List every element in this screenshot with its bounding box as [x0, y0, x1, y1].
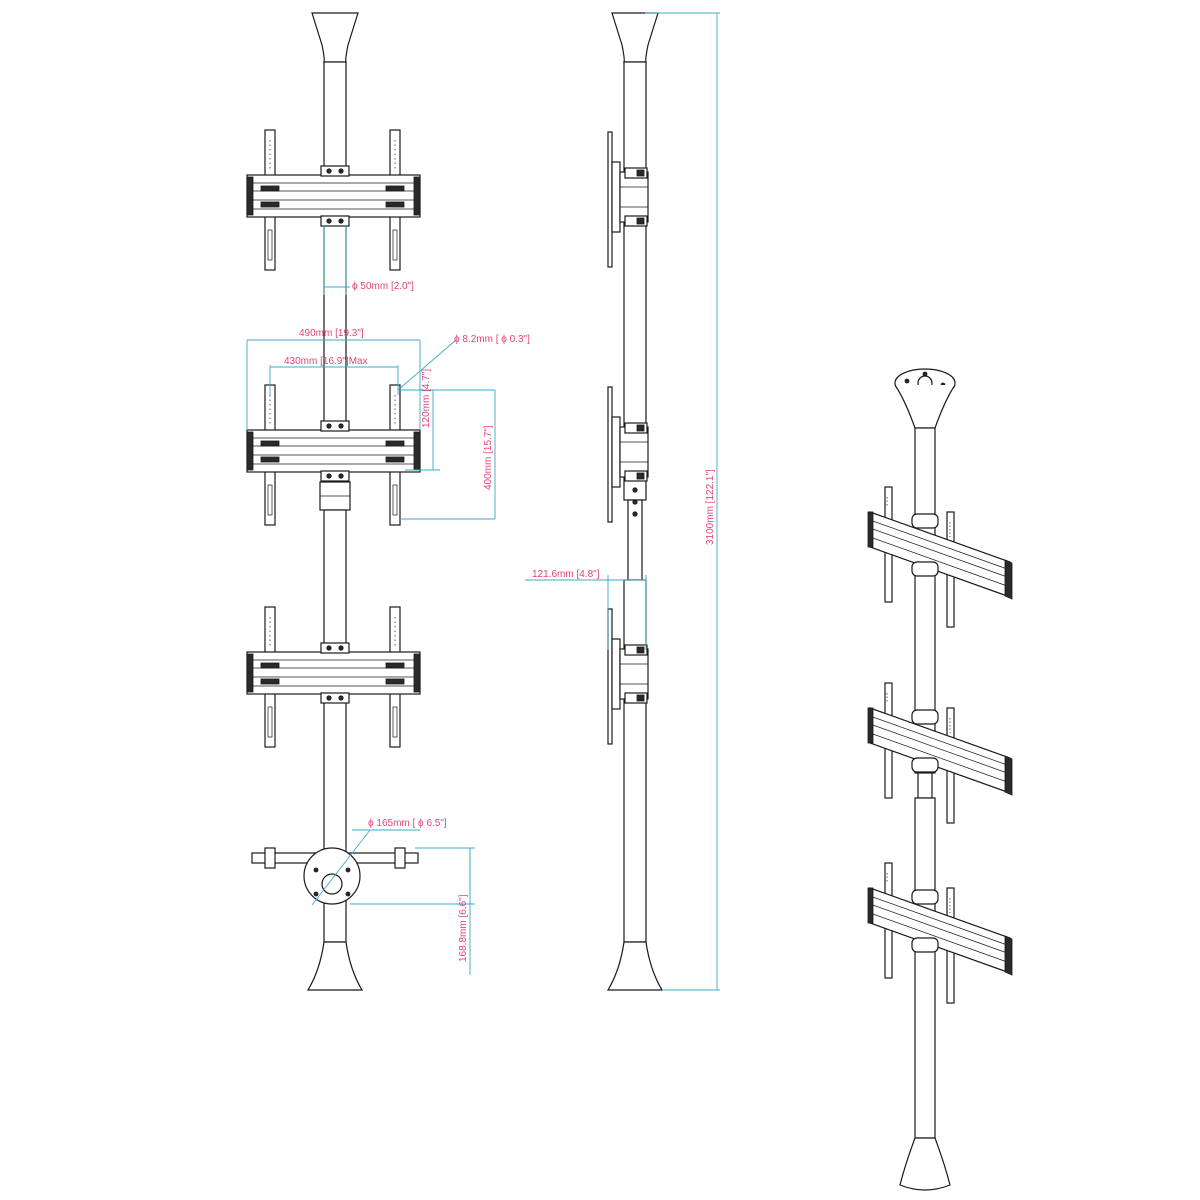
pole-diameter-label: ϕ 50mm [2.0"] — [352, 281, 414, 292]
hole-spacing-label: 430mm [16.9"]Max — [284, 356, 368, 367]
base-depth-label: 168.8mm [6.6"] — [458, 894, 469, 962]
upper-pole — [323, 61, 347, 483]
dimension-lines — [246, 12, 720, 991]
iso-floor-base — [899, 1137, 951, 1191]
base-diameter-label: ϕ 165mm [ ϕ 6.5"] — [368, 818, 447, 829]
side-view — [606, 12, 664, 991]
floor-base — [306, 941, 364, 991]
ceiling-plate — [311, 12, 359, 63]
iso-lower-pole — [914, 797, 936, 1139]
base-top-view — [251, 847, 419, 905]
front-view — [246, 12, 421, 991]
overall-height-label: 3100mm [122.1"] — [705, 469, 716, 545]
side-lower-pole — [623, 579, 647, 943]
dimension-labels: ϕ 50mm [2.0"] 490mm [19.3"] 430mm [16.9"… — [284, 281, 716, 962]
hole-pitch-label: 120mm [4.7"] — [421, 369, 432, 428]
vertical-range-label: 400mm [15.7"] — [483, 425, 494, 490]
isometric-view — [867, 368, 1013, 1191]
overall-width-label: 490mm [19.3"] — [299, 328, 364, 339]
depth-label: 121.6mm [4.8"] — [532, 569, 600, 580]
hole-diameter-label: ϕ 8.2mm [ ϕ 0.3"] — [454, 334, 530, 345]
